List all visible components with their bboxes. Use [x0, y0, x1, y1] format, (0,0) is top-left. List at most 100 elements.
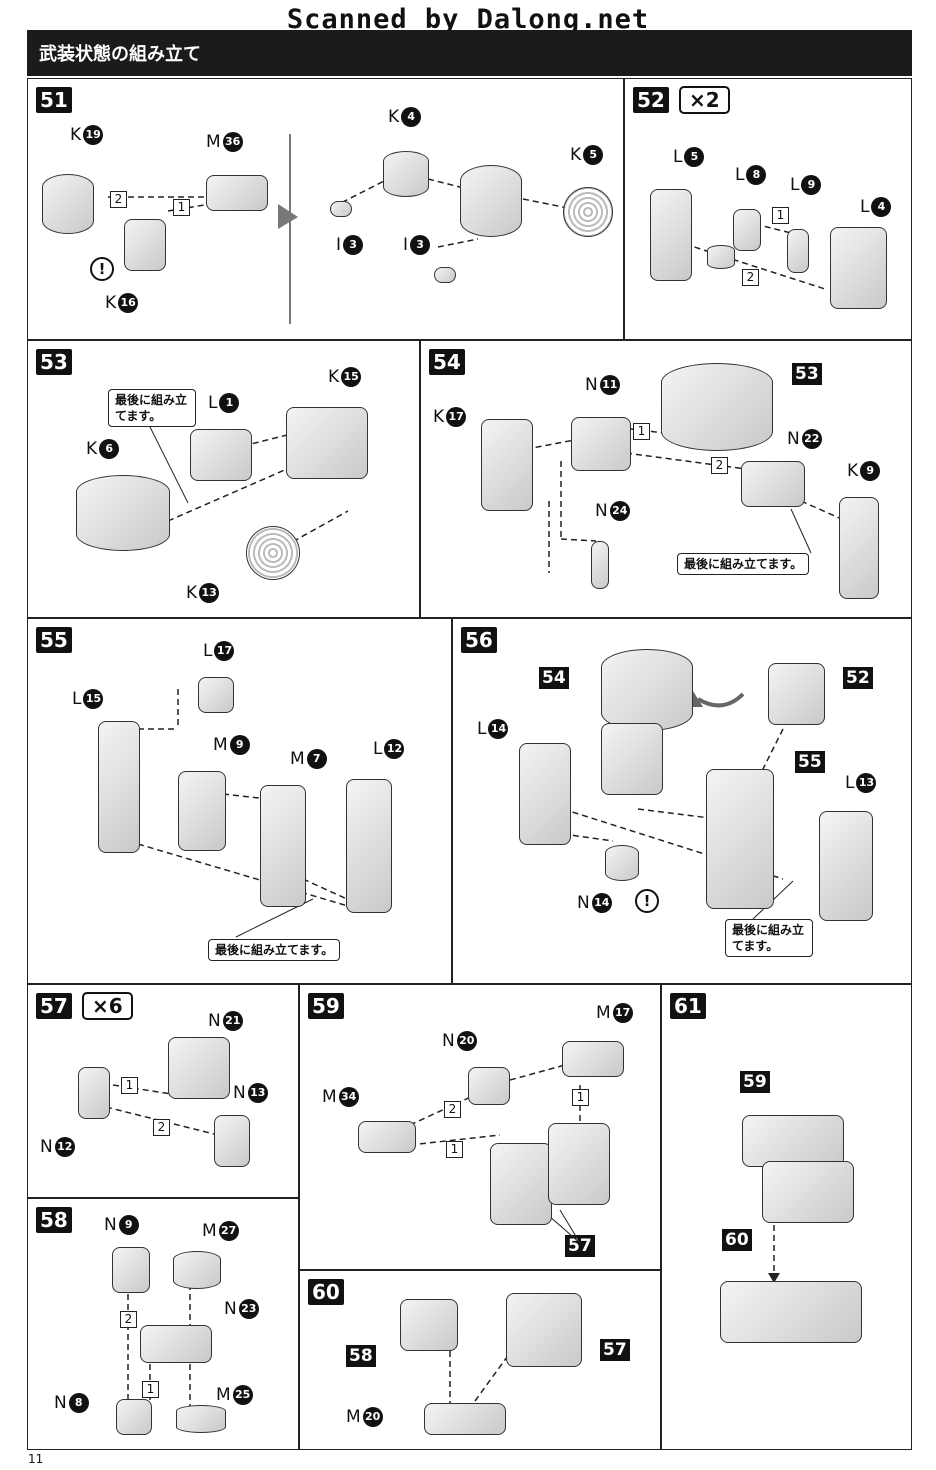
part-n11-joint [571, 417, 631, 471]
section-title: 武装状態の組み立て [39, 44, 201, 65]
part-letter: L [735, 165, 745, 185]
part-letter: M [290, 749, 305, 769]
part-letter: L [208, 393, 218, 413]
part-number: 15 [83, 689, 104, 709]
part-number: 34 [338, 1087, 359, 1107]
order-2: 2 [711, 457, 728, 474]
part-60-assembly [720, 1281, 862, 1343]
assembly-note: 最後に組み立てます。 [725, 919, 813, 957]
part-number: 13 [856, 773, 877, 793]
step-number: 58 [36, 1207, 72, 1233]
part-number: 23 [238, 1299, 259, 1319]
part-59-claws [762, 1161, 854, 1223]
order-1: 1 [572, 1089, 589, 1106]
ref-step-58: 58 [346, 1345, 376, 1367]
part-number: 15 [341, 367, 362, 387]
part-letter: M [596, 1003, 611, 1023]
part-54-assembly [601, 649, 693, 731]
part-n8-base [116, 1399, 152, 1435]
part-number: 13 [247, 1083, 268, 1103]
part-number: 36 [222, 132, 243, 152]
part-number: 20 [362, 1407, 383, 1427]
part-letter: K [433, 407, 445, 427]
part-number: 5 [583, 145, 604, 165]
part-letter: K [70, 125, 82, 145]
assembly-guides [409, 1064, 581, 1244]
part-number: 5 [684, 147, 705, 167]
part-letter: K [328, 367, 340, 387]
section-header: 武装状態の組み立て [27, 30, 912, 76]
part-n9-cap [112, 1247, 150, 1293]
part-n12-claw [78, 1067, 110, 1119]
part-number: 16 [118, 293, 139, 313]
part-letter: M [213, 735, 228, 755]
part-n20-block [468, 1067, 510, 1105]
part-m34-piece [358, 1121, 416, 1153]
warning-icon: ! [90, 257, 114, 281]
assembly-guides [449, 1341, 516, 1406]
part-53-assembly [661, 363, 773, 451]
part-m9-link [178, 771, 226, 851]
part-letter: L [373, 739, 383, 759]
part-letter: I [403, 235, 409, 255]
part-number: 13 [199, 583, 220, 603]
step-number: 57 [36, 993, 72, 1019]
step-61-panel: 61 59 60 [661, 984, 912, 1450]
order-1: 1 [633, 423, 650, 440]
assembly-note: 最後に組み立てます。 [108, 389, 196, 427]
part-number: 27 [218, 1221, 239, 1241]
order-2: 2 [110, 191, 127, 208]
step-number: 52 [633, 87, 669, 113]
part-l13-plate [819, 811, 873, 921]
part-l15-frame [98, 721, 140, 853]
part-number: 25 [232, 1385, 253, 1405]
ref-step-55: 55 [795, 751, 825, 773]
order-1: 1 [142, 1381, 159, 1398]
part-letter: N [233, 1083, 246, 1103]
step-number: 56 [461, 627, 497, 653]
ref-step-59: 59 [740, 1071, 770, 1093]
part-k16-plate [124, 219, 166, 271]
part-number: 22 [801, 429, 822, 449]
part-l5-arm [650, 189, 692, 281]
part-number: 12 [54, 1137, 75, 1157]
part-letter: I [336, 235, 342, 255]
part-59-assembly [742, 1115, 844, 1167]
ref-step-57: 57 [565, 1235, 595, 1257]
part-57-claw-b [548, 1123, 610, 1205]
order-1b: 1 [446, 1141, 463, 1158]
step-number: 51 [36, 87, 72, 113]
part-letter: L [673, 147, 683, 167]
part-n23-arm [140, 1325, 212, 1363]
part-k9-arm [839, 497, 879, 599]
part-57-claw-a [490, 1143, 552, 1225]
part-letter: M [216, 1385, 231, 1405]
part-k17-frame [481, 419, 533, 511]
part-l9-piece [787, 229, 809, 273]
part-n14-cap [605, 845, 639, 881]
part-letter: N [208, 1011, 221, 1031]
part-l1-block [190, 429, 252, 481]
part-number: 3 [343, 235, 364, 255]
ref-step-52: 52 [843, 667, 873, 689]
part-57-claw [506, 1293, 582, 1367]
